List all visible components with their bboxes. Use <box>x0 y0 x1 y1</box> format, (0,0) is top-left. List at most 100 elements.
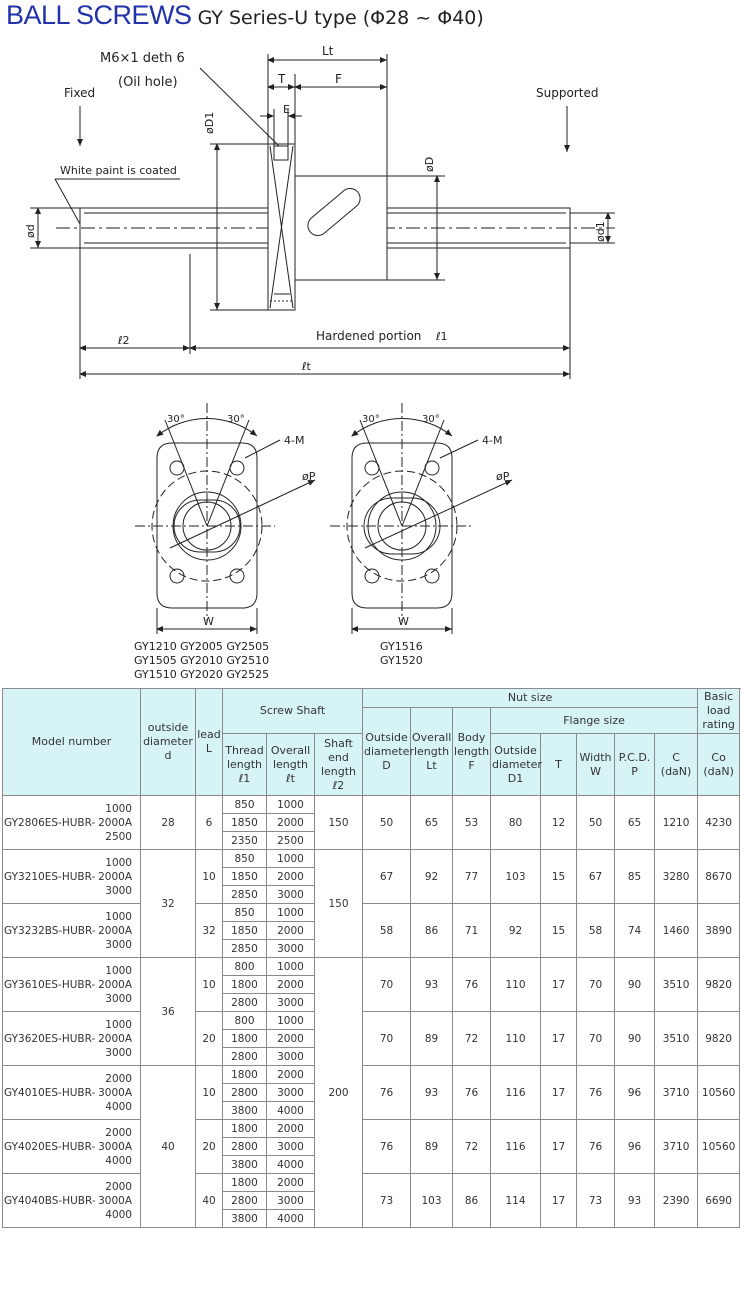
model-length: 2000A <box>98 870 132 883</box>
l2-label: ℓ2 <box>117 334 130 347</box>
page-subtitle: GY Series-U type (Φ28 ~ Φ40) <box>197 7 484 29</box>
header-co: Co (daN) <box>697 733 741 796</box>
models-left-1: GY1210 GY2005 GY2505 <box>134 640 269 653</box>
flange-outside-diameter-cell: 116 <box>490 1119 542 1174</box>
ball-return-slot <box>307 188 361 236</box>
model-length: 4000 <box>105 1154 132 1167</box>
nut-overall-length-cell: 89 <box>410 1011 454 1066</box>
model-name: GY4040BS-HUBR-3000A <box>4 1194 132 1208</box>
header-pcd: P.C.D. P <box>614 733 656 796</box>
thread-length-cell: 3800 <box>222 1155 267 1174</box>
outside-diameter-cell: 40 <box>140 1065 196 1228</box>
nut-outside-diameter-cell: 76 <box>362 1065 412 1120</box>
overall-length-cell: 2500 <box>266 831 315 850</box>
model-name: GY3232BS-HUBR-2000A <box>4 924 132 938</box>
thread-length-cell: 2850 <box>222 885 267 904</box>
width-cell: 50 <box>576 795 616 850</box>
model-length: 2000A <box>98 978 132 991</box>
models-right-1: GY1516 <box>380 640 423 653</box>
nut-overall-length-cell: 103 <box>410 1173 454 1228</box>
lead-cell: 40 <box>195 1173 223 1228</box>
m4-label-right: 4-M <box>482 434 502 447</box>
flange-outside-diameter-cell: 114 <box>490 1173 542 1228</box>
pcd-cell: 96 <box>614 1119 656 1174</box>
header-nut-size: Nut size <box>362 688 699 708</box>
model-length: 3000 <box>105 1046 132 1059</box>
thread-length-cell: 2800 <box>222 1191 267 1210</box>
overall-length-cell: 4000 <box>266 1155 315 1174</box>
model-length: 4000 <box>105 1100 132 1113</box>
table-row: 3800 4000 <box>3 1101 740 1120</box>
thread-length-cell: 2800 <box>222 1047 267 1066</box>
overall-length-cell: 2000 <box>266 1029 315 1048</box>
flange-outside-diameter-cell: 80 <box>490 795 542 850</box>
thread-length-cell: 2800 <box>222 1083 267 1102</box>
width-cell: 70 <box>576 957 616 1012</box>
overall-length-cell: 1000 <box>266 795 315 814</box>
header-body-length: Body length F <box>452 707 492 796</box>
header-screw-shaft: Screw Shaft <box>221 688 364 734</box>
overall-length-cell: 2000 <box>266 867 315 886</box>
d1-dim-label: øD1 <box>203 112 216 134</box>
c-cell: 1210 <box>654 795 699 850</box>
header-overall-length: Overall length ℓt <box>266 733 315 796</box>
t-cell: 17 <box>540 1065 578 1120</box>
header-shaft-end-length: Shaft end length ℓ2 <box>313 733 364 796</box>
c-cell: 3510 <box>654 957 699 1012</box>
nut-outside-diameter-cell: 67 <box>362 849 412 904</box>
header-nut-outside-diameter: Outside diameter D <box>362 707 414 796</box>
l1-label: ℓ1 <box>435 330 448 343</box>
flange-outside-diameter-cell: 110 <box>490 1011 542 1066</box>
thread-length-cell: 2800 <box>222 1137 267 1156</box>
c-cell: 3710 <box>654 1065 699 1120</box>
outside-diameter-cell: 32 <box>140 849 196 958</box>
model-length: 2000 <box>105 1180 132 1193</box>
nut-outside-diameter-cell: 58 <box>362 903 412 958</box>
width-cell: 73 <box>576 1173 616 1228</box>
w-label-right: W <box>398 615 409 628</box>
header-basic-load: Basic load rating <box>697 688 741 734</box>
overall-length-cell: 1000 <box>266 903 315 922</box>
overall-length-cell: 3000 <box>266 939 315 958</box>
overall-length-cell: 4000 <box>266 1209 315 1228</box>
model-length: 3000A <box>98 1140 132 1153</box>
width-cell: 67 <box>576 849 616 904</box>
co-cell: 10560 <box>697 1119 741 1174</box>
nut-overall-length-cell: 65 <box>410 795 454 850</box>
body-length-cell: 53 <box>452 795 492 850</box>
t-cell: 17 <box>540 1119 578 1174</box>
spec-table: Model number outside diameter d lead L S… <box>2 688 741 1228</box>
pcd-cell: 90 <box>614 957 656 1012</box>
body-length-cell: 72 <box>452 1119 492 1174</box>
t-cell: 17 <box>540 957 578 1012</box>
p-label-left: øP <box>302 470 316 483</box>
model-length: 2000 <box>105 1126 132 1139</box>
overall-length-cell: 3000 <box>266 1047 315 1066</box>
models-right-2: GY1520 <box>380 654 423 667</box>
body-length-cell: 72 <box>452 1011 492 1066</box>
m4-label-left: 4-M <box>284 434 304 447</box>
overall-length-cell: 2000 <box>266 975 315 994</box>
co-cell: 9820 <box>697 957 741 1012</box>
lead-cell: 10 <box>195 1065 223 1120</box>
thread-length-cell: 3800 <box>222 1209 267 1228</box>
nut-outside-diameter-cell: 73 <box>362 1173 412 1228</box>
co-cell: 4230 <box>697 795 741 850</box>
thread-length-cell: 3800 <box>222 1101 267 1120</box>
model-length: 1000 <box>105 856 132 869</box>
header-flange-size: Flange size <box>490 707 699 734</box>
oil-hole <box>273 145 289 161</box>
model-length: 3000 <box>105 992 132 1005</box>
thread-length-cell: 1800 <box>222 1065 267 1084</box>
nut-outside-diameter-cell: 76 <box>362 1119 412 1174</box>
pcd-cell: 85 <box>614 849 656 904</box>
